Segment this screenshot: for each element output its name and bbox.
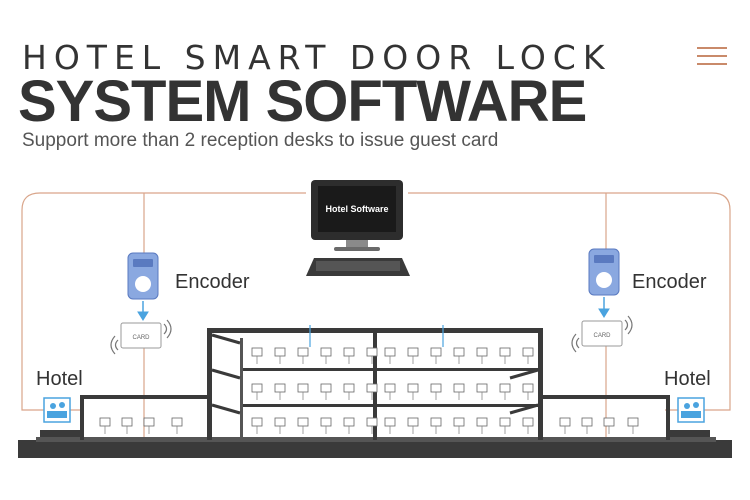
menu-icon[interactable] [697,45,727,67]
door-lock-icon [384,383,396,400]
door-lock-icon [476,347,488,364]
door-lock-icon [476,417,488,434]
encoder-icon [127,252,159,300]
card-icon [120,322,162,349]
card-icon [581,320,623,347]
left-hotel-label: Hotel [36,368,83,390]
door-lock-icon [343,417,355,434]
right-card-label: CARD [593,333,611,339]
door-lock-icon [274,417,286,434]
door-lock-icon [343,347,355,364]
door-lock-icon [522,417,534,434]
door-lock-icon [559,417,571,434]
door-lock-icon [407,347,419,364]
door-lock-icon [430,417,442,434]
door-lock-icon [366,417,378,434]
computer-screen-label: Hotel Software [325,204,388,214]
signal-icon [571,315,633,353]
left-encoder-label: Encoder [175,271,250,293]
door-lock-icon [476,383,488,400]
door-lock-icon [430,347,442,364]
door-lock-icon [522,383,534,400]
door-lock-icon [274,383,286,400]
data-lines [309,325,444,347]
arrow-icon [137,301,149,321]
signal-icon [110,319,172,355]
reception-desk-icon [43,397,71,423]
door-lock-icon [320,383,332,400]
door-lock-icon [499,417,511,434]
door-lock-grid [99,347,639,434]
subtitle: Support more than 2 reception desks to i… [22,130,499,151]
left-card-label: CARD [132,335,150,341]
door-lock-icon [453,417,465,434]
arrow-icon [598,297,610,318]
door-lock-icon [274,347,286,364]
door-lock-icon [603,417,615,434]
door-lock-icon [251,383,263,400]
door-lock-icon [251,417,263,434]
door-lock-icon [366,383,378,400]
door-lock-icon [297,347,309,364]
door-lock-icon [522,347,534,364]
encoder-icon [588,248,620,296]
door-lock-icon [453,383,465,400]
keyboard-icon [306,258,410,276]
door-lock-icon [297,383,309,400]
door-lock-icon [407,417,419,434]
door-lock-icon [430,383,442,400]
door-lock-icon [343,383,355,400]
door-lock-icon [143,417,155,434]
door-lock-icon [499,347,511,364]
door-lock-icon [251,347,263,364]
door-lock-icon [320,417,332,434]
door-lock-icon [366,347,378,364]
door-lock-icon [320,347,332,364]
computer-icon [311,180,403,251]
door-lock-icon [297,417,309,434]
door-lock-icon [453,347,465,364]
title-line-1: HOTEL SMART DOOR LOCK [22,38,612,77]
door-lock-icon [171,417,183,434]
door-lock-icon [121,417,133,434]
door-lock-icon [581,417,593,434]
title-line-2: SYSTEM SOFTWARE [18,69,587,134]
door-lock-icon [384,347,396,364]
right-encoder-label: Encoder [632,271,707,293]
door-lock-icon [499,383,511,400]
door-lock-icon [407,383,419,400]
reception-desk-icon [677,397,705,423]
right-hotel-label: Hotel [664,368,711,390]
door-lock-icon [384,417,396,434]
door-lock-icon [99,417,111,434]
door-lock-icon [627,417,639,434]
